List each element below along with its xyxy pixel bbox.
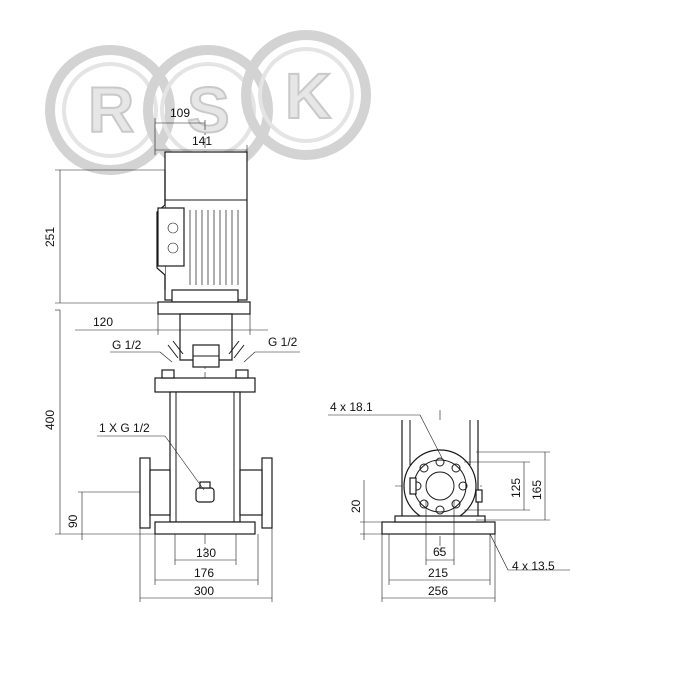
watermark-letter-s: S	[187, 74, 230, 146]
pump-side-view	[381, 410, 496, 555]
pump-head	[154, 377, 256, 393]
dim-base-height: 20	[349, 499, 363, 513]
inlet-flange	[139, 457, 151, 529]
dim-pump-height: 400	[43, 410, 57, 430]
label-drain: 1 X G 1/2	[99, 421, 150, 435]
pump-front-view	[139, 120, 273, 555]
label-holes-flange: 4 x 18.1	[330, 400, 373, 414]
dim-base-total: 300	[194, 584, 214, 598]
flange-bolt-holes	[412, 457, 468, 515]
dim-motor-width-top: 109	[170, 106, 190, 120]
cooling-fins	[189, 210, 239, 285]
watermark-letter-r: R	[88, 74, 134, 146]
outlet-flange	[261, 457, 273, 529]
dim-motor-width: 141	[192, 134, 212, 148]
dim-base-inner: 130	[196, 546, 216, 560]
label-holes-base: 4 x 13.5	[512, 559, 555, 573]
dim-base-mid: 176	[194, 566, 214, 580]
side-base	[381, 521, 496, 535]
label-port-right: G 1/2	[268, 335, 298, 349]
dim-coupling-width: 120	[93, 315, 113, 329]
front-view-dimensions: 109 141 251 120 G 1/2 G 1/2 400 1 X G 1/…	[43, 106, 300, 602]
dim-motor-height: 251	[43, 227, 57, 247]
dim-port-height: 90	[66, 514, 80, 528]
dim-flange-inner: 125	[509, 478, 523, 498]
watermark-letter-k: K	[285, 60, 331, 132]
terminal-box	[157, 207, 185, 267]
side-view-dimensions: 4 x 18.1 125 165 20 65 4 x 13.5 215 2	[328, 400, 570, 602]
dim-side-base-inner: 215	[428, 566, 448, 580]
dim-bore: 65	[433, 545, 447, 559]
dim-flange-outer: 165	[530, 480, 544, 500]
motor-stool	[157, 301, 251, 315]
pump-base	[154, 521, 256, 535]
label-port-left: G 1/2	[112, 338, 142, 352]
dim-side-base-total: 256	[428, 584, 448, 598]
